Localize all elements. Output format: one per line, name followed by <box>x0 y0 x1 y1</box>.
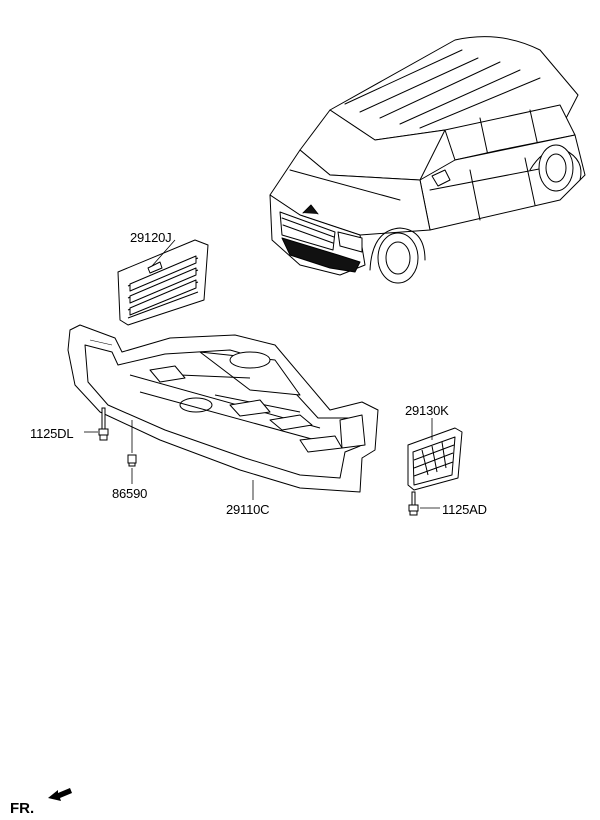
nut-86590 <box>127 454 137 467</box>
label-29130k: 29130K <box>405 403 449 418</box>
grille-insert-left <box>117 239 209 326</box>
front-direction-arrow-icon <box>48 788 72 801</box>
label-86590: 86590 <box>112 486 148 501</box>
label-29110c: 29110C <box>226 502 270 517</box>
under-cover-panel <box>67 324 379 493</box>
vehicle-illustration <box>269 36 586 284</box>
label-1125ad: 1125AD <box>442 502 487 517</box>
bolt-1125dl <box>98 407 109 441</box>
label-29120j: 29120J <box>130 230 172 245</box>
cover-detail <box>89 339 113 346</box>
bolt-1125ad <box>408 491 419 516</box>
leader-line <box>151 239 176 267</box>
label-1125dl: 1125DL <box>30 426 74 441</box>
grille-insert-right <box>407 427 463 491</box>
direction-label: FR. <box>10 800 35 817</box>
